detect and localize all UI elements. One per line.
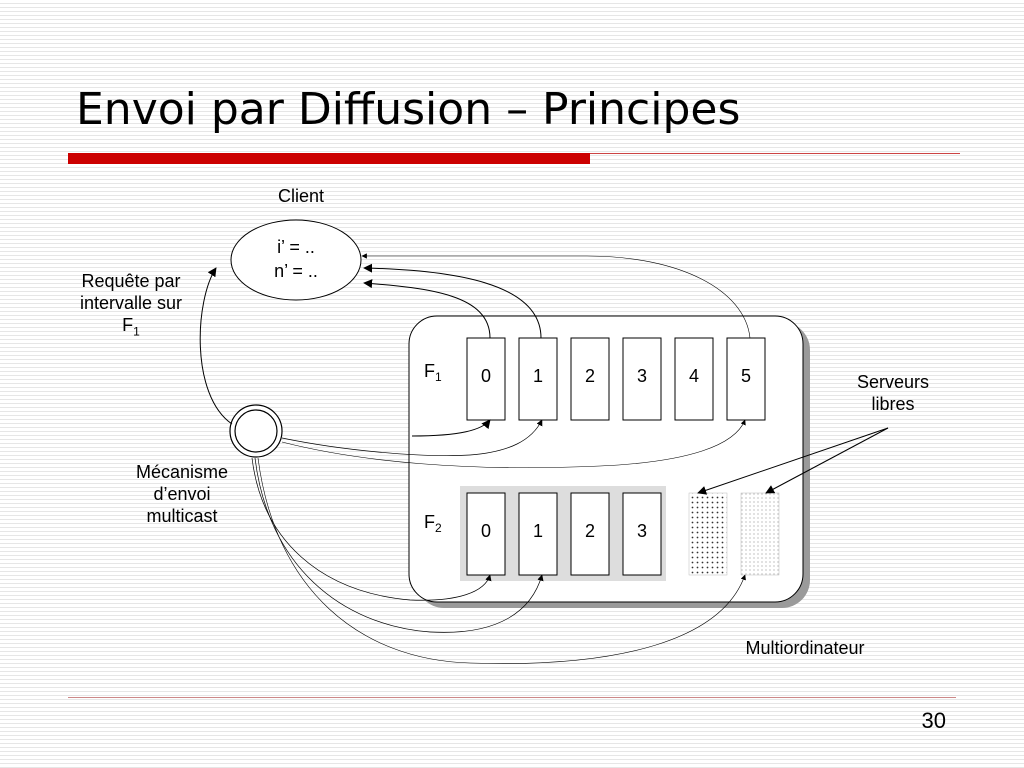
multicomputer-label: Multiordinateur <box>745 638 865 658</box>
f1-server-3-label: 3 <box>637 366 647 386</box>
f1-server-5-to-client-arrow <box>361 253 751 339</box>
free-servers-pointer-1 <box>697 427 889 495</box>
f2-server-3 <box>622 492 662 576</box>
client-var-i: i’ = .. <box>277 237 315 257</box>
f1-server-0-to-client-arrow <box>363 279 491 339</box>
multicast-label-line3: multicast <box>146 506 218 526</box>
multicast-to-f1-server-1-arrow <box>281 419 543 456</box>
f1-server-0 <box>466 337 506 421</box>
f1-server-1-to-client-arrow <box>363 263 542 339</box>
free-servers-pointer-2 <box>765 427 889 494</box>
f1-server-5-label: 5 <box>741 366 751 386</box>
free-servers-label-line2: libres <box>871 394 915 414</box>
f2-server-0 <box>466 492 506 576</box>
request-label-line2: intervalle sur <box>79 293 183 313</box>
slide-title: Envoi par Diffusion – Principes <box>76 84 741 135</box>
title-underline <box>68 153 590 164</box>
f1-server-4 <box>674 337 714 421</box>
multicast-label-line2: d’envoi <box>153 484 211 504</box>
f2-servers: 0 1 2 3 <box>466 492 662 576</box>
multicast-to-f1-server-0-arrow <box>411 419 491 437</box>
client-node <box>230 219 362 301</box>
f2-server-1 <box>518 492 558 576</box>
f1-server-3 <box>622 337 662 421</box>
free-server-2 <box>740 492 780 576</box>
request-arrow <box>199 267 233 425</box>
f1-server-1 <box>518 337 558 421</box>
multicast-label-line1: Mécanisme <box>135 462 229 482</box>
request-label-line1: Requête par <box>81 271 181 291</box>
multicast-to-f1-server-5-arrow <box>281 419 746 468</box>
f1-server-5 <box>726 337 766 421</box>
multicast-label: Mécanisme d’envoi multicast <box>112 461 252 527</box>
request-label-line3: F1 <box>122 315 140 339</box>
f2-server-3-label: 3 <box>637 521 647 541</box>
f2-server-0-label: 0 <box>481 521 491 541</box>
multicast-to-free-server-arrow <box>257 457 746 664</box>
f1-server-2-label: 2 <box>585 366 595 386</box>
free-servers-label-line1: Serveurs <box>856 372 930 392</box>
f2-server-1-label: 1 <box>533 521 543 541</box>
request-label: Requête par intervalle sur F1 <box>56 270 206 343</box>
f1-server-4-label: 4 <box>689 366 699 386</box>
f2-server-2 <box>570 492 610 576</box>
free-servers-label: Serveurs libres <box>838 371 948 415</box>
page-number: 30 <box>921 708 946 733</box>
f2-server-2-label: 2 <box>585 521 595 541</box>
f2-label: F2 <box>424 512 442 535</box>
f1-server-0-label: 0 <box>481 366 491 386</box>
f1-servers: 0 1 2 3 4 5 <box>466 337 766 421</box>
client-var-n: n’ = .. <box>274 261 318 281</box>
f1-label: F1 <box>424 361 442 384</box>
title-underline-extension <box>590 153 960 154</box>
f1-server-2 <box>570 337 610 421</box>
client-label: Client <box>277 186 325 206</box>
multicast-node-inner <box>234 409 278 453</box>
free-server-1 <box>688 492 728 576</box>
footer-divider <box>68 697 956 698</box>
f1-server-1-label: 1 <box>533 366 543 386</box>
